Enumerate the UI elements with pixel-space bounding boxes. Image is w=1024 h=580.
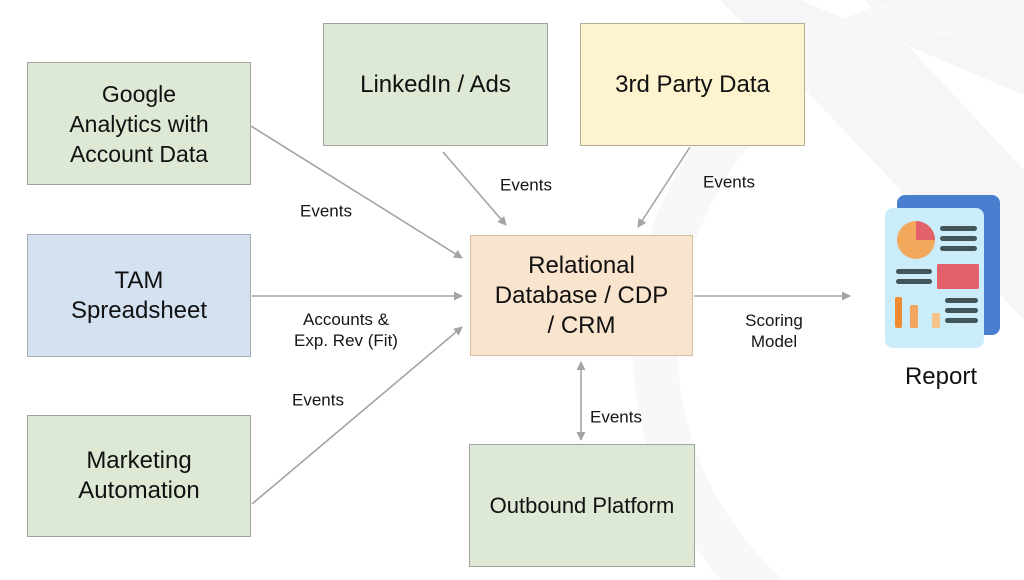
node-linkedin-ads: LinkedIn / Ads (323, 23, 548, 146)
node-google-analytics: Google Analytics with Account Data (27, 62, 251, 185)
node-marketing-automation: Marketing Automation (27, 415, 251, 537)
edge-label-scoring-model: Scoring Model (745, 311, 803, 351)
node-tam-spreadsheet: TAM Spreadsheet (27, 234, 251, 357)
edge-label-events-linkedin: Events (500, 175, 552, 195)
edge-label-events-outbound: Events (590, 407, 642, 427)
edge-3rdparty-to-db (637, 146, 691, 228)
edge-ga-to-db (250, 125, 463, 259)
node-outbound-platform: Outbound Platform (469, 444, 695, 567)
edge-label-events-marketing: Events (292, 390, 344, 410)
report-caption: Report (904, 363, 978, 390)
node-relational-database-cdp-crm: Relational Database / CDP / CRM (470, 235, 693, 356)
edge-label-events-ga: Events (300, 201, 352, 221)
report-node: Report (880, 192, 1002, 391)
edge-label-accounts-exp-rev: Accounts & Exp. Rev (Fit) (294, 310, 398, 350)
edge-linkedin-to-db (442, 151, 507, 226)
report-document-icon (885, 195, 1000, 348)
edge-label-events-3rdparty: Events (703, 172, 755, 192)
edge-marketing-to-db (251, 326, 463, 505)
node-3rd-party-data: 3rd Party Data (580, 23, 805, 146)
